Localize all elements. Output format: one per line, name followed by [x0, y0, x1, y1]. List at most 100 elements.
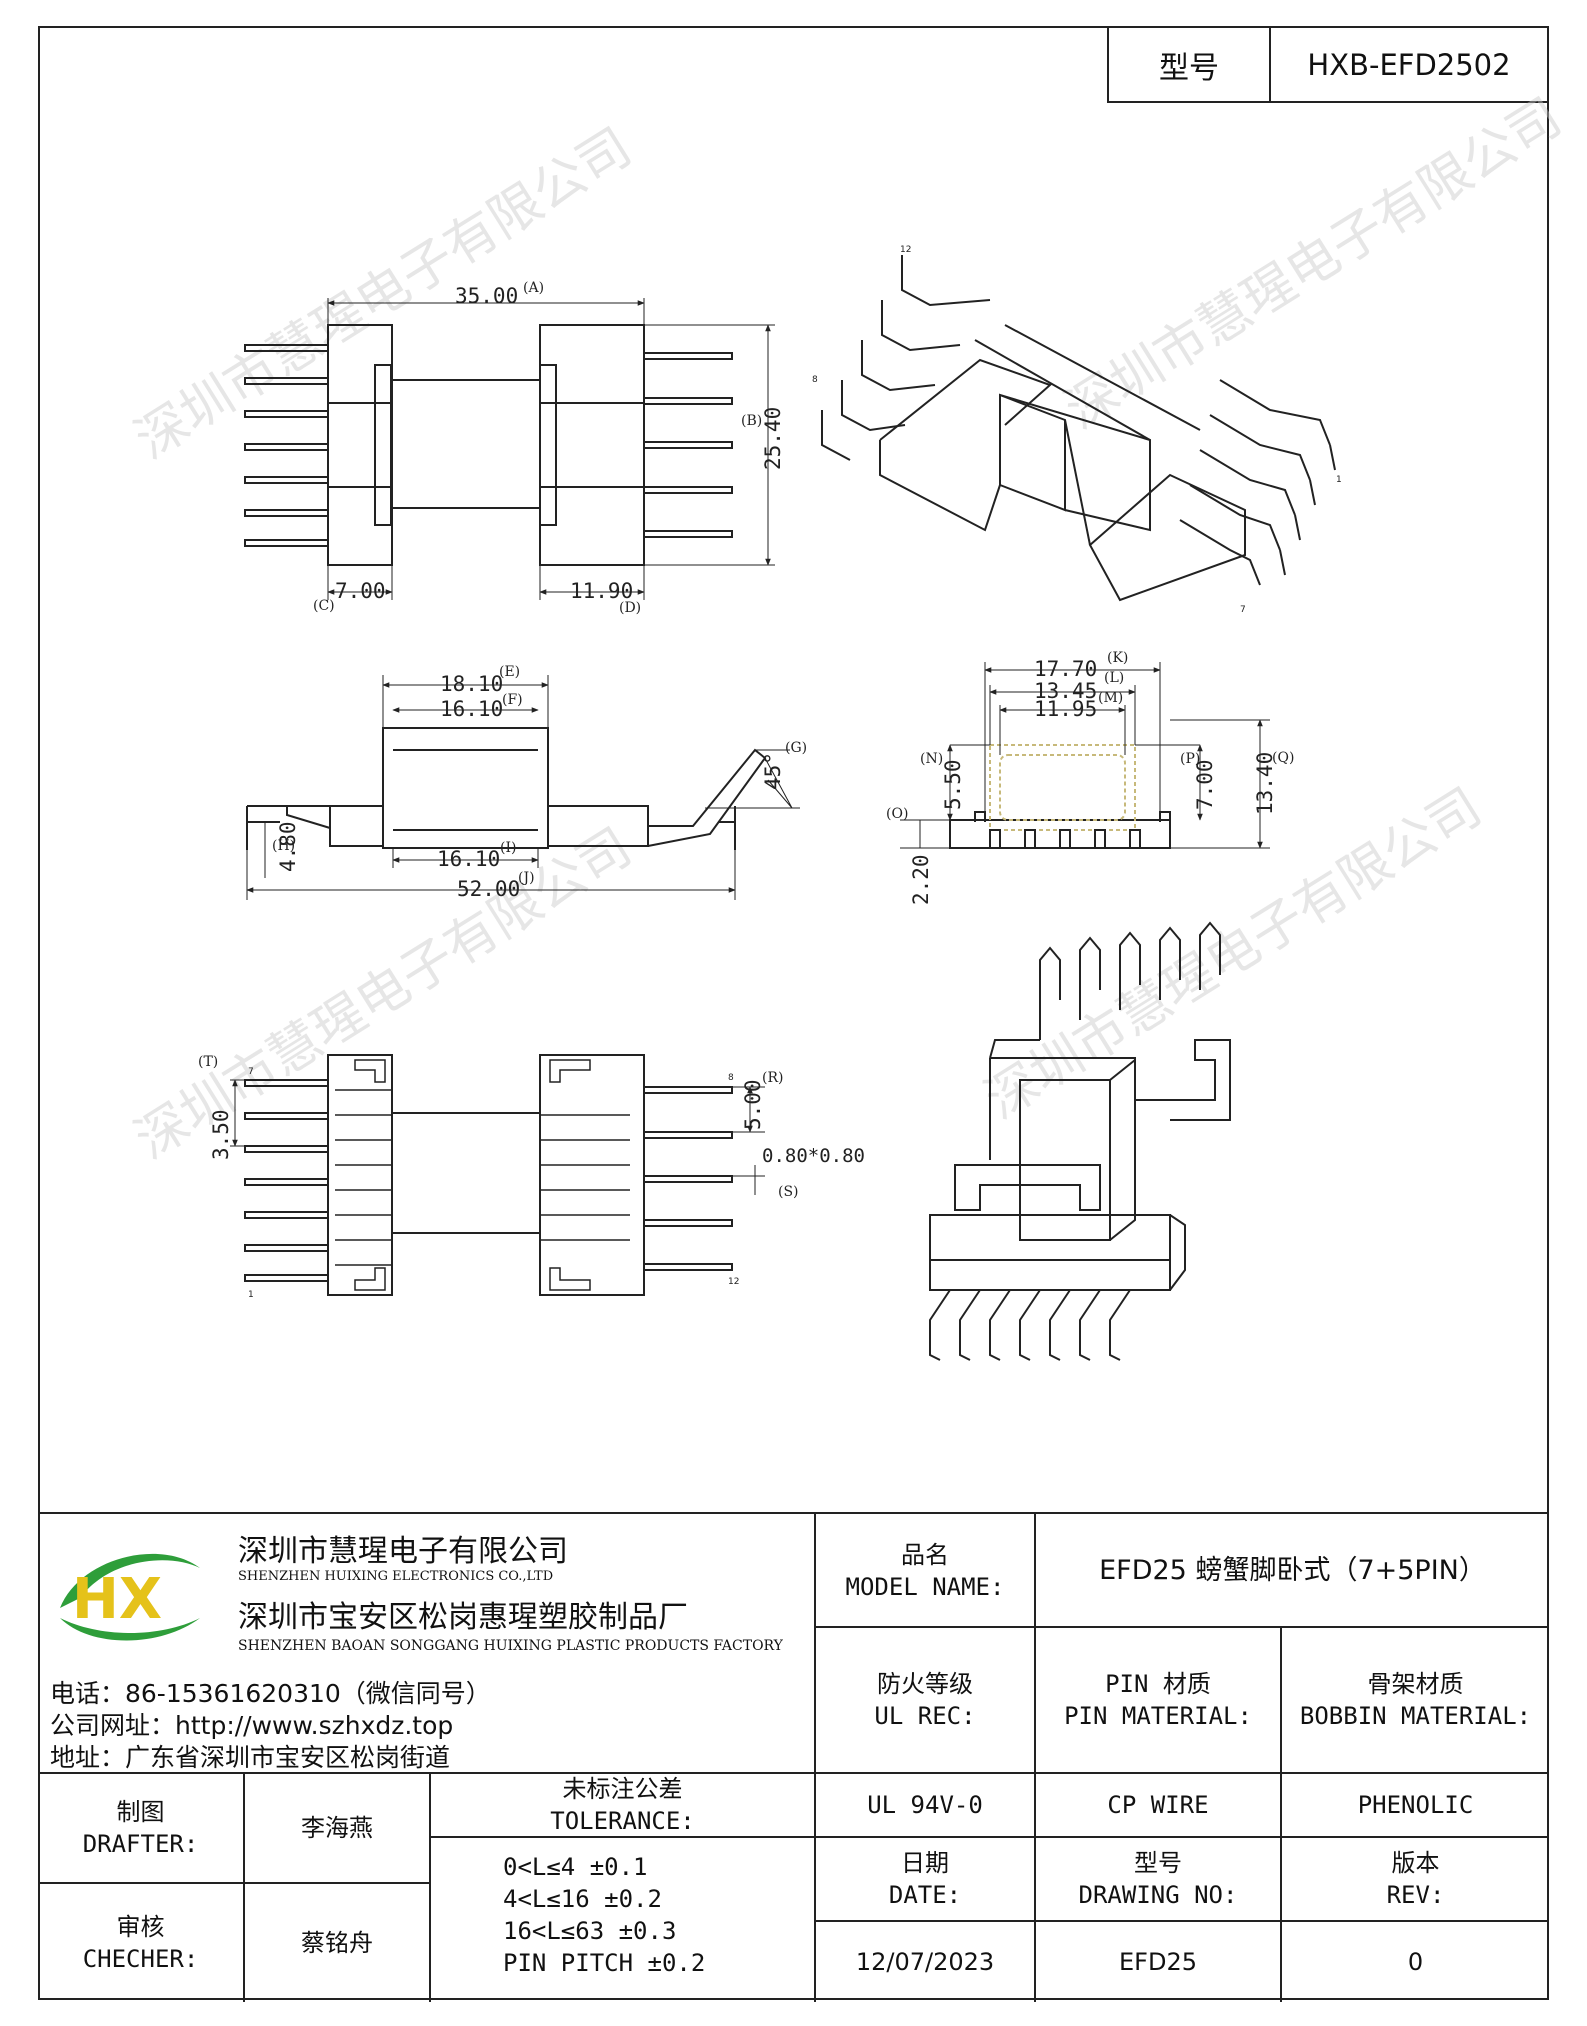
pin-material-cn: PIN 材质 — [1105, 1670, 1211, 1698]
date-value: 12/07/2023 — [855, 1948, 995, 1976]
tag-I: (I) — [500, 840, 516, 856]
model-name-en: MODEL NAME: — [845, 1573, 1005, 1601]
iso-pin-7: 7 — [1240, 605, 1246, 615]
iso-pin-1: 1 — [1336, 475, 1342, 485]
top-view — [244, 298, 775, 600]
model-value: HXB-EFD2502 — [1307, 47, 1511, 82]
tolerance-row-3: 16<L≤63 ±0.3 — [503, 1917, 677, 1945]
bottom-pins-left — [244, 1079, 329, 1282]
dim-N: 5.50 — [941, 759, 965, 810]
date-cn: 日期 — [901, 1849, 949, 1877]
tag-S: (S) — [778, 1184, 799, 1200]
isometric-view-top — [821, 255, 1336, 602]
bottom-view — [230, 1054, 765, 1296]
drafter-cn: 制图 — [116, 1798, 165, 1826]
rev-value: 0 — [1407, 1948, 1424, 1976]
title-block: HX 深圳市慧瑆电子有限公司 SHENZHEN HUIXING ELECTRON… — [38, 1512, 1549, 2002]
dim-S: 0.80*0.80 — [762, 1145, 865, 1167]
date-en: DATE: — [888, 1881, 962, 1909]
end-view-teeth — [989, 829, 1141, 848]
logo-letters: HX — [72, 1567, 162, 1632]
bottom-view-slats — [335, 1059, 630, 1291]
model-name-value: EFD25 螃蟹脚卧式（7+5PIN） — [1099, 1555, 1486, 1586]
drawing-no-en: DRAWING NO: — [1078, 1881, 1238, 1909]
iso-pin-12: 12 — [900, 245, 911, 255]
iso-pins-top — [1039, 921, 1221, 1040]
watermark-text: 深圳市慧瑆电子有限公司 — [975, 777, 1492, 1131]
ul-rec-en: UL REC: — [874, 1702, 976, 1730]
tag-D: (D) — [619, 600, 641, 616]
dim-C: 7.00 — [335, 579, 386, 603]
dim-F: 16.10 — [440, 697, 503, 721]
rev-en: REV: — [1386, 1881, 1445, 1909]
dim-A: 35.00 — [455, 284, 518, 308]
isometric-view-bottom — [929, 921, 1231, 1361]
contact-website: 公司网址：http://www.szhxdz.top — [50, 1711, 454, 1740]
pins-left — [244, 344, 329, 547]
drafter-value: 李海燕 — [301, 1814, 373, 1842]
model-name-label: 品名 MODEL NAME: — [816, 1516, 1034, 1626]
tag-C: (C) — [313, 598, 335, 614]
checker-label: 审核 CHECHER: — [38, 1884, 243, 2002]
date-label: 日期 DATE: — [816, 1838, 1034, 1920]
dim-K: 17.70 — [1034, 657, 1097, 681]
model-label: 型号 — [1109, 28, 1271, 101]
dim-B: 25.40 — [761, 407, 785, 470]
dim-G: 45° — [761, 752, 785, 790]
bobbin-material-label: 骨架材质 BOBBIN MATERIAL: — [1282, 1628, 1549, 1772]
dim-E: 18.10 — [440, 672, 503, 696]
tag-T: (T) — [198, 1054, 218, 1070]
tag-E: (E) — [499, 664, 520, 680]
tag-P: (P) — [1180, 751, 1200, 767]
watermark-text: 深圳市慧瑆电子有限公司 — [125, 117, 642, 471]
dim-J: 52.00 — [457, 877, 520, 901]
dim-Q: 13.40 — [1253, 752, 1277, 815]
model-number-box: 型号 HXB-EFD2502 — [1107, 26, 1549, 103]
tag-K: (K) — [1107, 650, 1128, 666]
dim-T: 3.50 — [209, 1109, 233, 1160]
iso-pins-right — [1179, 379, 1336, 586]
dim-R: 5.00 — [741, 1079, 765, 1130]
end-view — [900, 662, 1270, 849]
iso-pin-8: 8 — [812, 375, 818, 385]
watermark-text: 深圳市慧瑆电子有限公司 — [125, 817, 642, 1171]
tag-B: (B) — [741, 413, 762, 429]
dim-M: 11.95 — [1034, 697, 1097, 721]
pins-right — [643, 352, 733, 538]
tag-N: (N) — [920, 751, 943, 767]
tag-O: (O) — [886, 806, 908, 822]
rev-label: 版本 REV: — [1282, 1838, 1549, 1920]
rev-cn: 版本 — [1391, 1849, 1440, 1877]
tag-F: (F) — [502, 692, 523, 708]
dim-I: 16.10 — [437, 847, 500, 871]
dim-O: 2.20 — [909, 854, 933, 905]
tag-Q: (Q) — [1272, 750, 1294, 766]
bobbin-material-cn: 骨架材质 — [1367, 1670, 1464, 1698]
company-name-en: SHENZHEN HUIXING ELECTRONICS CO.,LTD — [238, 1569, 554, 1584]
drawing-frame — [38, 26, 1549, 2000]
technical-drawing: 深圳市慧瑆电子有限公司 深圳市慧瑆电子有限公司 深圳市慧瑆电子有限公司 深圳市慧… — [125, 87, 1572, 1361]
watermark-text: 深圳市慧瑆电子有限公司 — [1055, 87, 1572, 441]
tolerance-cn: 未标注公差 — [562, 1775, 683, 1803]
tag-J: (J) — [518, 870, 535, 886]
bottom-pin-1: 1 — [248, 1290, 254, 1300]
drafter-en: DRAFTER: — [82, 1830, 199, 1858]
checker-value: 蔡铭舟 — [301, 1929, 373, 1957]
contact-phone: 电话：86-15361620310（微信同号） — [50, 1679, 491, 1708]
company-name-cn: 深圳市慧瑆电子有限公司 — [238, 1534, 568, 1569]
checker-en: CHECHER: — [82, 1945, 199, 1973]
tolerance-row-2: 4<L≤16 ±0.2 — [503, 1885, 662, 1913]
tolerance-row-1: 0<L≤4 ±0.1 — [503, 1853, 648, 1881]
side-view — [246, 675, 800, 900]
tag-A: (A) — [523, 280, 544, 296]
bottom-pin-12: 12 — [728, 1277, 739, 1287]
model-name-cn: 品名 — [901, 1541, 949, 1569]
tolerance-en: TOLERANCE: — [550, 1807, 695, 1835]
company-logo: HX — [50, 1538, 210, 1648]
tolerance-label: 未标注公差 TOLERANCE: — [431, 1774, 814, 1836]
tag-H: (H) — [272, 838, 295, 854]
dim-P: 7.00 — [1193, 759, 1217, 810]
ul-rec-label: 防火等级 UL REC: — [816, 1628, 1034, 1772]
drawing-no-cn: 型号 — [1134, 1849, 1182, 1877]
dim-D: 11.90 — [570, 579, 633, 603]
